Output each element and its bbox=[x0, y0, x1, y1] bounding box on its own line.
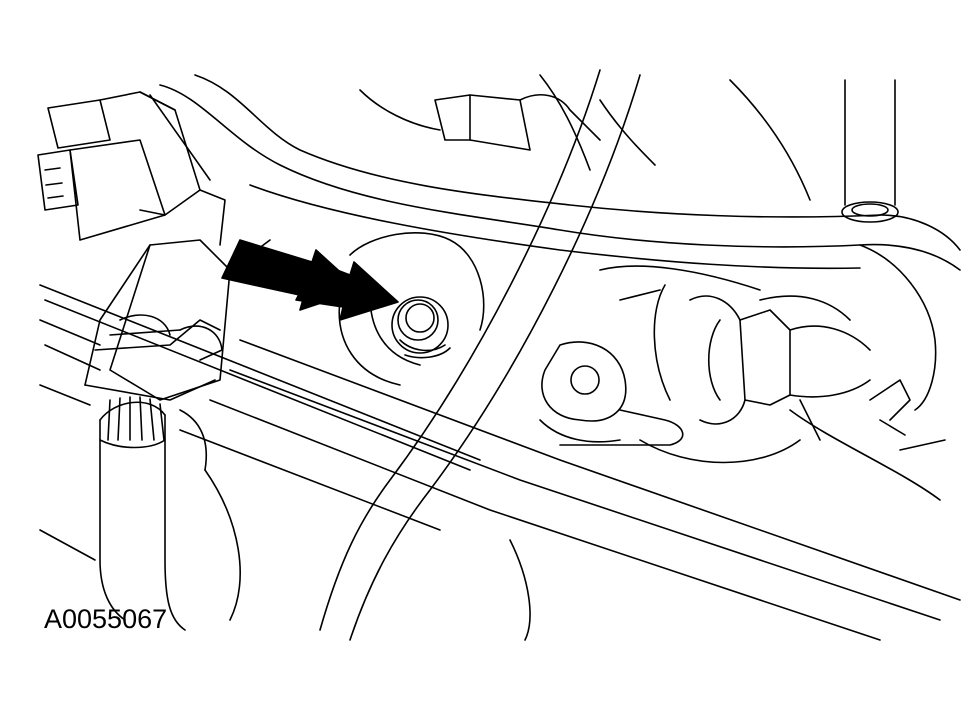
wire-harness bbox=[99, 396, 207, 631]
mounting-bracket bbox=[539, 341, 684, 446]
arrow-icon bbox=[295, 261, 399, 321]
frame-rails bbox=[39, 284, 961, 641]
figure-id-label: A0055067 bbox=[44, 604, 168, 634]
upper-housing bbox=[359, 74, 656, 171]
upper-bracket-arm bbox=[159, 74, 961, 411]
threaded-stud bbox=[338, 232, 485, 386]
electrical-connector bbox=[37, 91, 226, 246]
right-bolt-assembly bbox=[599, 265, 946, 501]
right-post bbox=[729, 79, 899, 223]
diagonal-hose bbox=[319, 69, 641, 641]
sensor-clip bbox=[84, 239, 271, 401]
pointer-arrows bbox=[221, 239, 399, 321]
